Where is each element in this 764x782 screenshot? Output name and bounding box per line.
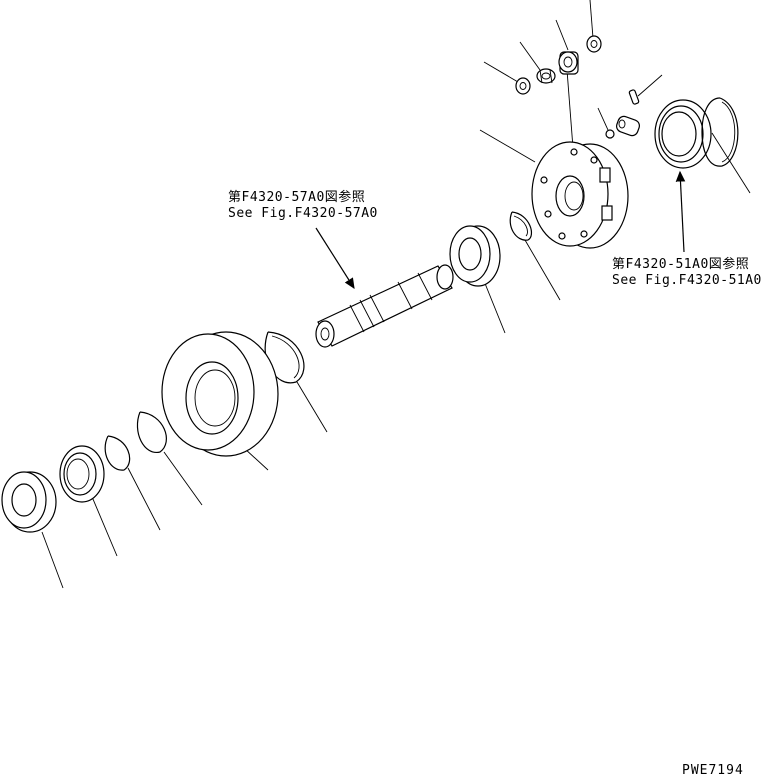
hex-nut-left: [515, 77, 531, 95]
spline-gear-lower: [1, 471, 57, 533]
plug-small: [605, 129, 615, 139]
sun-gear: [449, 225, 501, 287]
snap-ring-mid: [509, 211, 533, 241]
pin: [628, 89, 640, 105]
ball-bearing-lower: [59, 445, 105, 503]
reference-arrows: [315, 170, 686, 290]
reference-note-shaft: 第F4320-57A0図参照 See Fig.F4320-57A0: [228, 190, 378, 222]
ring-gear: [161, 331, 279, 457]
snap-ring-right: [701, 97, 739, 167]
hex-nut-top: [586, 35, 602, 53]
ball-bearing-right: [654, 99, 712, 169]
sleeve: [616, 115, 640, 137]
reference-note-shaft-jp: 第F4320-57A0図参照: [228, 190, 366, 205]
planet-carrier-housing: [531, 141, 629, 249]
drawing-number: PWE7194: [682, 763, 744, 778]
reference-note-bearing-jp: 第F4320-51A0図参照: [612, 257, 750, 272]
spline-coupling-small: [558, 51, 579, 75]
reference-note-bearing-en: See Fig.F4320-51A0: [612, 273, 762, 288]
snap-ring-lower-1: [136, 411, 167, 453]
reference-note-shaft-en: See Fig.F4320-57A0: [228, 206, 378, 221]
snap-ring-lower-2: [104, 435, 131, 471]
reference-note-bearing: 第F4320-51A0図参照 See Fig.F4320-51A0: [612, 257, 762, 289]
leader-lines: [41, 0, 751, 589]
input-shaft: [315, 264, 454, 348]
needle-bearing-small: [536, 68, 556, 84]
